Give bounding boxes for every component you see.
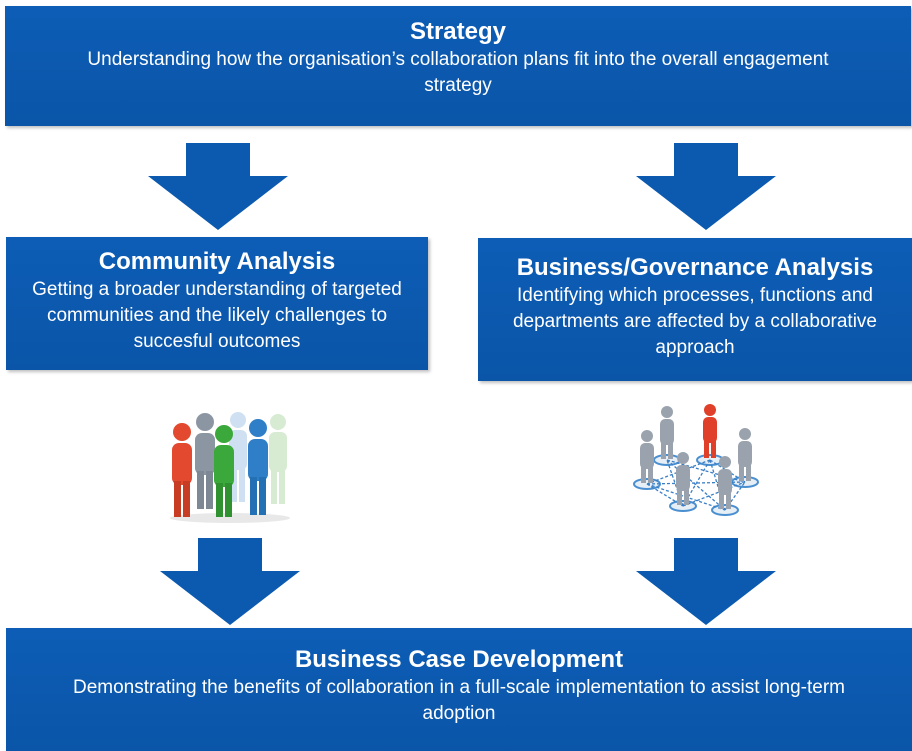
arrow-down-icon: [636, 143, 776, 230]
arrow-down-icon: [636, 538, 776, 625]
community-analysis-title: Community Analysis: [98, 248, 336, 275]
business-governance-analysis-box: Business/Governance Analysis Identifying…: [478, 238, 912, 381]
arrow-down-icon: [160, 538, 300, 625]
community-analysis-description: Getting a broader understanding of targe…: [32, 279, 402, 352]
strategy-description: Understanding how the organisation’s col…: [87, 49, 829, 96]
people-network-icon: [633, 404, 759, 516]
people-group-icon: [170, 412, 290, 523]
business-governance-analysis-title: Business/Governance Analysis: [516, 254, 874, 281]
business-case-title: Business Case Development: [294, 646, 624, 673]
business-case-description: Demonstrating the benefits of collaborat…: [73, 677, 845, 724]
arrow-down-icon: [148, 143, 288, 230]
business-governance-analysis-description: Identifying which processes, functions a…: [512, 285, 878, 358]
strategy-title: Strategy: [409, 18, 507, 45]
business-case-box: Business Case Development Demonstrating …: [6, 628, 912, 751]
strategy-box: Strategy Understanding how the organisat…: [5, 6, 911, 126]
community-analysis-box: Community Analysis Getting a broader und…: [6, 237, 428, 370]
